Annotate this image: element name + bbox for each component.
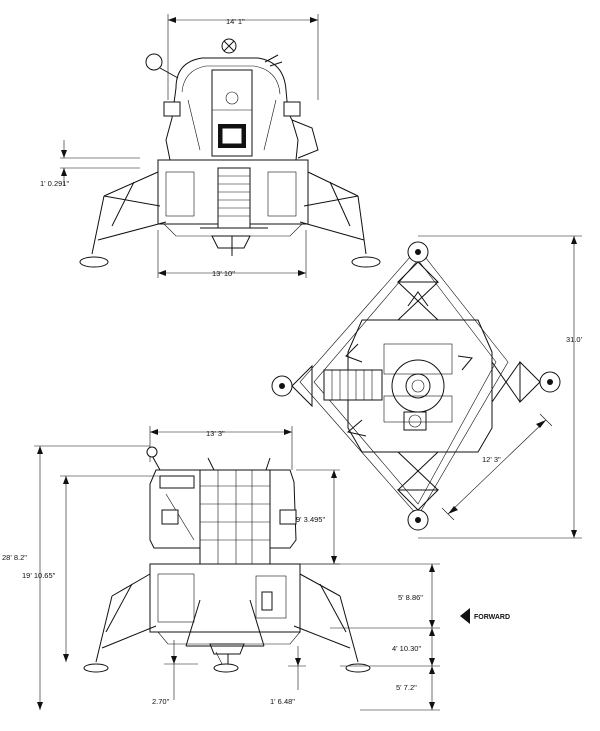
side-deck-height-label: 19' 10.65" <box>22 571 56 580</box>
forward-label: FORWARD <box>474 614 510 621</box>
plan-diagonal-label: 12' 3" <box>482 455 501 464</box>
front-step-height-label: 1' 0.291" <box>40 179 69 188</box>
forward-arrow-icon <box>460 608 470 624</box>
front-top-width-label: 14' 1" <box>226 17 245 26</box>
side-lower-leg-label: 5' 7.2" <box>396 683 417 692</box>
side-upper-leg-label: 5' 8.86" <box>398 593 423 602</box>
side-view: 13' 3" 28' 8.2" 19' 10.65" <box>2 426 510 711</box>
side-top-width-label: 13' 3" <box>206 429 225 438</box>
side-mid-leg-label: 4' 10.30" <box>392 644 421 653</box>
plan-view: 31.0' <box>271 235 583 539</box>
front-view: 14' 1" 1' 0.291" <box>40 14 381 278</box>
plan-overall-label: 31.0' <box>566 335 583 344</box>
side-bell-label: 2.70" <box>152 697 170 706</box>
front-foot-width-label: 13' 10" <box>212 269 235 278</box>
side-overall-height-label: 28' 8.2" <box>2 553 27 562</box>
side-pad-label: 1' 6.48" <box>270 697 295 706</box>
side-ascent-height-label: 9' 3.495" <box>296 515 325 524</box>
